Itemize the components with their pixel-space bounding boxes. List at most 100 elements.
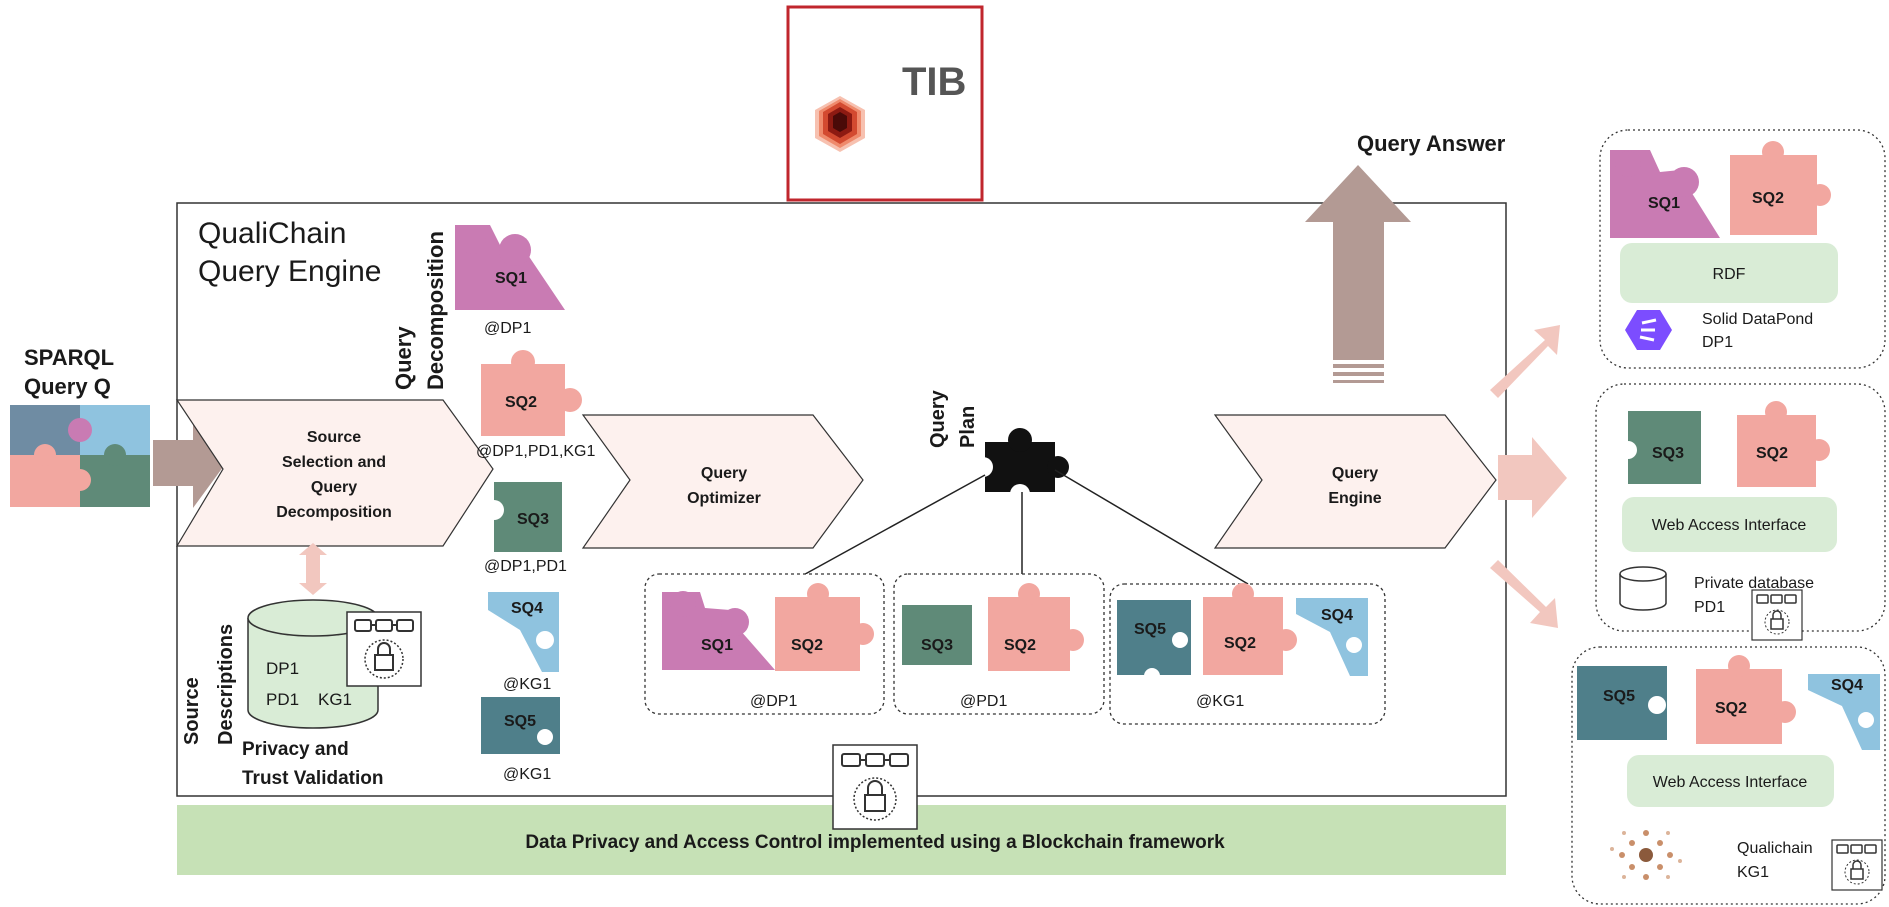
plan-pd1-sq2: SQ2	[1004, 637, 1036, 654]
stage-optimizer-line2: Optimizer	[687, 490, 761, 507]
plan-kg1-sq4: SQ4	[1321, 607, 1353, 624]
source-kg1-sq4: SQ4	[1831, 677, 1863, 694]
plan-link-3	[1054, 469, 1249, 585]
blockchain-bar-text: Data Privacy and Access Control implemen…	[525, 832, 1225, 853]
blockchain-lock-icon	[346, 611, 422, 687]
engine-title-line2: Query Engine	[198, 255, 381, 288]
stage-engine-line1: Query	[1332, 465, 1378, 482]
chevron-source-selection	[175, 399, 494, 547]
chevron-optimizer	[581, 414, 864, 549]
input-line1: SPARQL	[24, 345, 114, 370]
pd1-lock-icon	[1751, 589, 1803, 641]
sq1-source: @DP1	[484, 320, 531, 337]
decomposition-label-line2: Decomposition	[423, 231, 448, 390]
plan-dp1-label: @DP1	[750, 693, 797, 710]
knowledge-graph-icon	[1610, 830, 1682, 880]
db-kg1: KG1	[318, 690, 352, 709]
sq4-label: SQ4	[511, 600, 543, 617]
privacy-caption-line1: Privacy and	[242, 739, 349, 760]
source-kg1-name-line1: Qualichain	[1737, 840, 1813, 857]
engine-title-line1: QualiChain	[198, 217, 346, 250]
source-desc-label-line2: Descriptions	[215, 624, 237, 745]
plan-sq2-piece-b	[988, 583, 1084, 671]
query-answer-arrow	[1305, 165, 1411, 383]
plan-sq3-piece	[902, 605, 972, 665]
source-kg1-sq4-piece	[1808, 674, 1880, 750]
database-icon	[1619, 566, 1667, 611]
sq3-piece	[484, 482, 562, 552]
tib-logo-mark	[815, 96, 865, 152]
plan-sq4-piece	[1296, 598, 1368, 676]
source-kg1-sq5: SQ5	[1603, 688, 1635, 705]
sq3-source: @DP1,PD1	[484, 558, 567, 575]
source-dp1-name-line1: Solid DataPond	[1702, 311, 1813, 328]
source-pd1-name-line2: PD1	[1694, 599, 1725, 616]
sq2-source: @DP1,PD1,KG1	[476, 443, 596, 460]
stage-engine-line2: Engine	[1328, 490, 1381, 507]
sq1-piece	[455, 225, 565, 310]
blockchain-bar-lock-icon	[832, 744, 918, 830]
stage-source-line4: Decomposition	[276, 504, 392, 521]
sq1-label: SQ1	[495, 270, 527, 287]
source-dp1-sq2: SQ2	[1752, 190, 1784, 207]
source-desc-label-line1: Source	[181, 677, 203, 745]
plan-dp1-sq1: SQ1	[701, 637, 733, 654]
source-dp1-sq1: SQ1	[1648, 195, 1680, 212]
plan-kg1-sq5: SQ5	[1134, 621, 1166, 638]
sq4-piece	[488, 592, 559, 672]
sq2-label: SQ2	[505, 394, 537, 411]
source-desc-arrow	[299, 543, 327, 595]
source-dp1-sq2-piece	[1730, 141, 1831, 235]
chevron-query-engine	[1213, 414, 1497, 549]
query-plan-line1: Query	[927, 389, 949, 448]
source-pd1-name-line1: Private database	[1694, 575, 1814, 592]
db-dp1: DP1	[266, 659, 299, 678]
input-puzzle	[10, 405, 150, 507]
source-kg1-interface-label: Web Access Interface	[1653, 774, 1808, 791]
source-pd1-interface	[1622, 497, 1837, 552]
query-plan-puzzle-icon	[973, 428, 1069, 504]
source-pd1-interface-label: Web Access Interface	[1652, 517, 1807, 534]
source-kg1-sq2-piece	[1696, 655, 1796, 744]
source-pd1-sq3: SQ3	[1652, 445, 1684, 462]
stage-optimizer-line1: Query	[701, 465, 747, 482]
sq2-piece	[481, 350, 582, 436]
stage-source-line2: Selection and	[282, 454, 386, 471]
plan-sq2-piece-a	[775, 583, 874, 671]
tib-logo-text: TIB	[902, 60, 966, 104]
plan-kg1-label: @KG1	[1196, 693, 1244, 710]
input-line2: Query Q	[24, 374, 111, 399]
tib-logo: TIB	[786, 5, 984, 202]
arrow-to-dp1	[1490, 325, 1560, 398]
source-dp1-interface-label: RDF	[1713, 266, 1746, 283]
source-pd1-sq2: SQ2	[1756, 445, 1788, 462]
query-plan-line2: Plan	[957, 406, 979, 448]
sq4-source: @KG1	[503, 676, 551, 693]
source-pd1-sq2-piece	[1737, 401, 1830, 487]
source-dp1-name-line2: DP1	[1702, 334, 1733, 351]
source-pd1-sq3-piece	[1619, 411, 1701, 484]
source-desc-database	[247, 599, 379, 729]
query-answer-label: Query Answer	[1357, 131, 1506, 156]
sq5-label: SQ5	[504, 713, 536, 730]
stage-source-line3: Query	[311, 479, 357, 496]
plan-kg1-sq2: SQ2	[1224, 635, 1256, 652]
source-dp1-sq1-piece	[1610, 150, 1720, 238]
sq5-source: @KG1	[503, 766, 551, 783]
plan-link-1	[797, 474, 986, 579]
source-dp1-interface	[1620, 243, 1838, 303]
plan-sq2-piece-c	[1203, 583, 1297, 675]
kg1-lock-icon	[1831, 839, 1883, 891]
sq3-label: SQ3	[517, 511, 549, 528]
arrow-to-pd1	[1498, 437, 1567, 518]
decomposition-label-line1: Query	[391, 326, 416, 390]
solid-logo-icon	[1625, 310, 1672, 350]
source-kg1-name-line2: KG1	[1737, 864, 1769, 881]
source-kg1-sq5-piece	[1577, 666, 1667, 740]
source-kg1-interface	[1627, 755, 1834, 807]
plan-sq5-piece	[1117, 600, 1191, 684]
plan-pd1-sq3: SQ3	[921, 637, 953, 654]
db-pd1: PD1	[266, 690, 299, 709]
arrow-to-kg1	[1490, 560, 1558, 628]
